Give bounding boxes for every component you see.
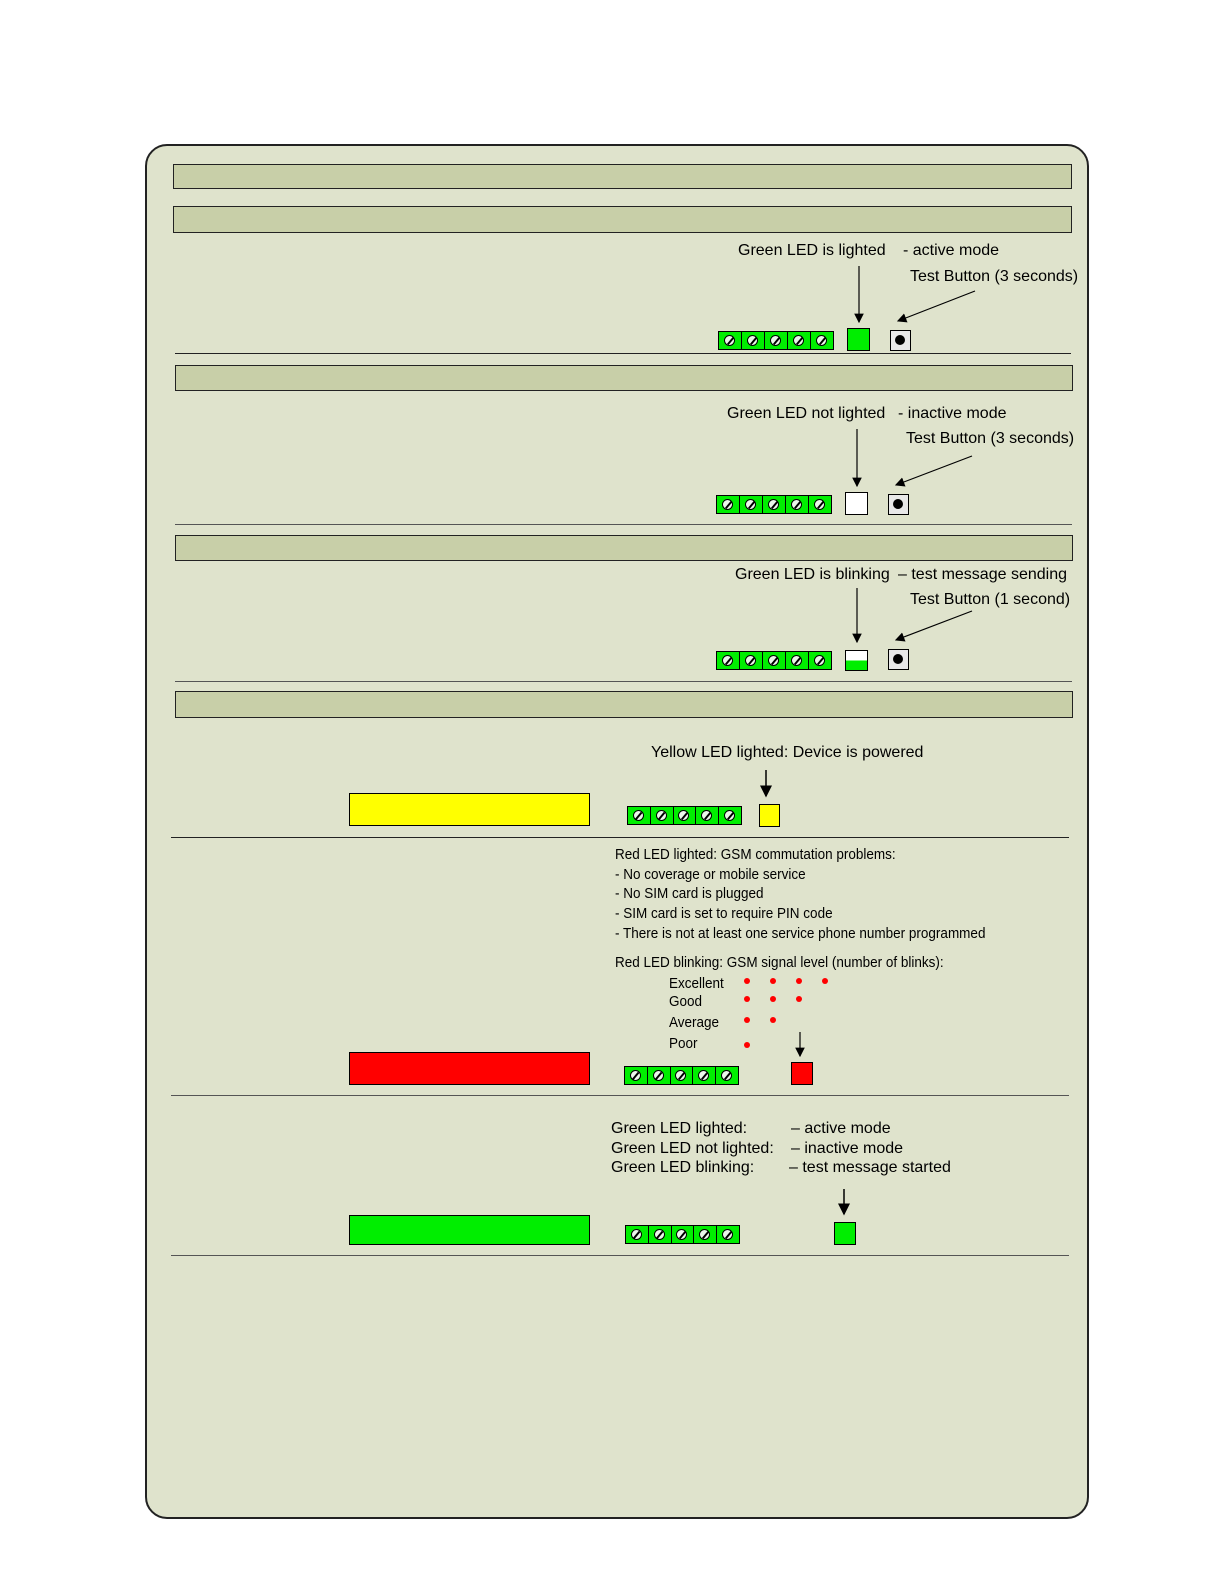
yellow-led-label: Yellow LED lighted: Device is powered: [651, 744, 924, 761]
section3-button-label: Test Button (1 second): [910, 591, 1071, 608]
section1-led-label: Green LED is lighted: [738, 242, 886, 259]
section2-led-status: - inactive mode: [898, 405, 1007, 422]
section2-button-label: Test Button (3 seconds): [906, 430, 1075, 447]
signal-level-label: Poor: [669, 1035, 698, 1052]
green-state-meaning: – active mode: [791, 1120, 891, 1137]
blink-dot: [744, 1042, 750, 1048]
green-color-swatch: [349, 1215, 590, 1245]
green-led-blinking: [845, 650, 868, 671]
yellow-color-swatch: [349, 793, 590, 826]
section2-header-bar: [175, 365, 1073, 391]
terminal-block: [624, 1066, 739, 1085]
section3-led-label: Green LED is blinking: [735, 566, 890, 583]
terminal-block: [625, 1225, 740, 1244]
signal-level-label: Good: [669, 993, 703, 1010]
terminal-block: [627, 806, 742, 825]
blink-dot: [770, 978, 776, 984]
section2-divider: [175, 524, 1072, 525]
green-state-label: Green LED not lighted:: [611, 1140, 774, 1157]
blink-dot: [744, 1017, 750, 1023]
yellow-row-divider: [171, 837, 1069, 838]
blink-dot: [744, 996, 750, 1002]
red-led-blinking-title: Red LED blinking: GSM signal level (numb…: [615, 954, 944, 971]
terminal-block: [716, 495, 832, 514]
section3-led-status: – test message sending: [898, 566, 1067, 583]
section1-button-label: Test Button (3 seconds): [910, 268, 1079, 285]
section4-header-bar: [175, 691, 1073, 718]
red-led-problem: - No coverage or mobile service: [615, 866, 806, 883]
section1-header-bar: [173, 206, 1072, 233]
red-color-swatch: [349, 1052, 590, 1085]
blink-dot: [744, 978, 750, 984]
arrow-to-button: [894, 610, 973, 642]
test-button[interactable]: [890, 330, 911, 351]
green-state-label: Green LED lighted:: [611, 1120, 748, 1137]
red-led-lighted-title: Red LED lighted: GSM commutation problem…: [615, 846, 896, 863]
green-row-divider: [171, 1255, 1069, 1256]
blink-dot: [770, 1017, 776, 1023]
red-led-problem: - SIM card is set to require PIN code: [615, 905, 833, 922]
section3-divider: [175, 681, 1072, 682]
arrow-to-button: [894, 455, 973, 487]
arrow-to-button: [896, 290, 976, 323]
red-row-divider: [171, 1095, 1069, 1096]
terminal-block: [716, 651, 832, 670]
test-button[interactable]: [888, 649, 909, 670]
signal-level-label: Excellent: [669, 975, 724, 992]
green-state-meaning: – inactive mode: [791, 1140, 904, 1157]
red-led: [791, 1062, 813, 1085]
blink-dot: [796, 978, 802, 984]
terminal-block: [718, 331, 834, 350]
yellow-led: [759, 804, 780, 827]
test-button[interactable]: [888, 494, 909, 515]
green-led-on: [847, 328, 870, 351]
section1-led-status: - active mode: [903, 242, 1000, 259]
red-led-problem: - There is not at least one service phon…: [615, 925, 986, 942]
header-bar-top: [173, 164, 1072, 189]
section1-divider: [175, 353, 1071, 354]
blink-dot: [822, 978, 828, 984]
blink-dot: [796, 996, 802, 1002]
green-state-label: Green LED blinking:: [611, 1159, 755, 1176]
signal-level-label: Average: [669, 1014, 720, 1031]
green-state-meaning: – test message started: [789, 1159, 951, 1176]
section2-led-label: Green LED not lighted: [727, 405, 886, 422]
green-led: [834, 1222, 856, 1245]
green-led-off: [845, 492, 868, 515]
section3-header-bar: [175, 535, 1073, 561]
red-led-problem: - No SIM card is plugged: [615, 885, 764, 902]
blink-dot: [770, 996, 776, 1002]
